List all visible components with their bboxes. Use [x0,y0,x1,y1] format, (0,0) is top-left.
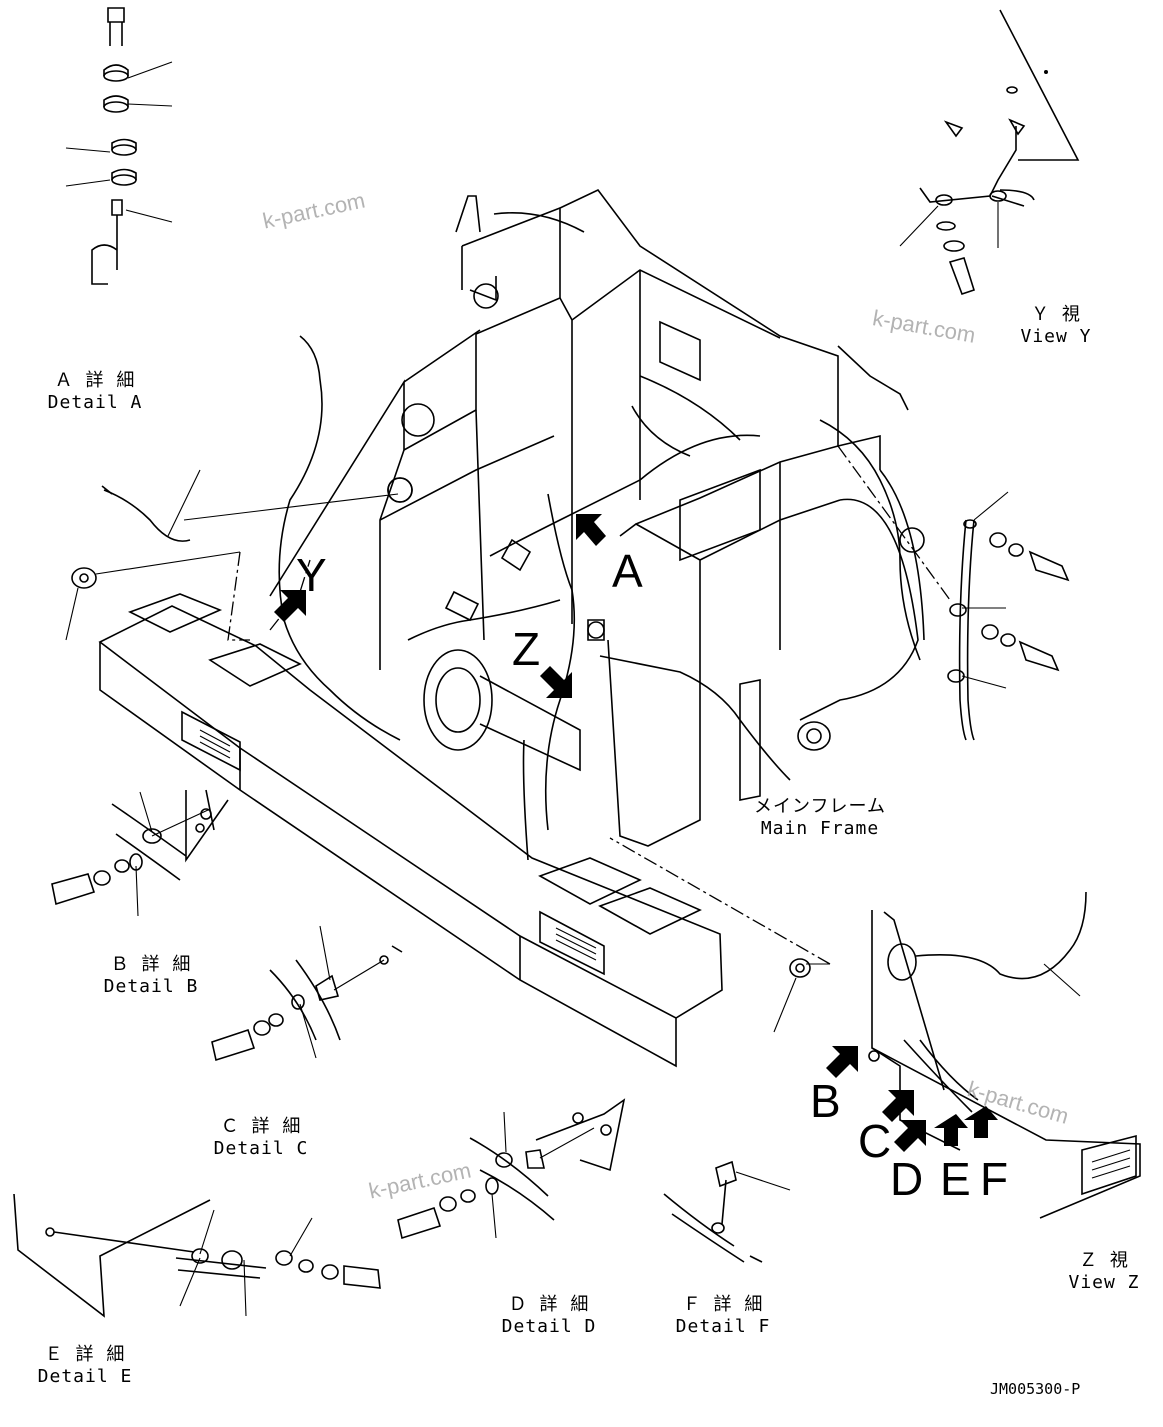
view-y-en: View Y [1020,326,1092,347]
detail-d-en: Detail D [501,1316,597,1337]
view-z-en: View Z [1068,1272,1140,1293]
arrow-d [894,1120,926,1152]
callout-b: B [810,1075,841,1127]
detail-f-drawing [663,1160,791,1263]
detail-f-en: Detail F [675,1316,771,1337]
detail-b-label: Ｂ 詳 細 Detail B [96,954,206,998]
detail-b-en: Detail B [103,976,199,997]
callout-d: D [890,1153,924,1205]
view-y-label: Ｙ 視 View Y [1006,304,1106,348]
detail-b-drawing [51,789,229,917]
drawing-code: JM005300-P [990,1380,1081,1398]
detail-a-en: Detail A [47,392,143,413]
main-frame-en: Main Frame [760,818,880,839]
arrow-f [964,1106,998,1138]
detail-f-jp: Ｆ 詳 細 [682,1294,764,1315]
view-y-jp: Ｙ 視 [1031,304,1081,325]
detail-d-drawing [397,1098,626,1240]
callout-z: Z [512,623,541,675]
right-clamp-fasteners [837,445,1070,741]
detail-e-jp: Ｅ 詳 細 [44,1344,126,1365]
arrow-e [934,1114,968,1146]
view-z-drawing [773,891,1141,1219]
arrow-b [826,1046,858,1078]
main-frame-label: メインフレーム Main Frame [740,796,900,840]
callout-f: F [980,1153,1009,1205]
detail-c-jp: Ｃ 詳 細 [220,1116,302,1137]
callout-c: C [858,1115,892,1167]
detail-e-en: Detail E [37,1366,133,1387]
view-z-label: Ｚ 視 View Z [1054,1250,1154,1294]
detail-d-jp: Ｄ 詳 細 [508,1294,590,1315]
detail-c-drawing [211,925,403,1062]
detail-e-drawing [13,1193,381,1318]
detail-c-en: Detail C [213,1138,309,1159]
harness-grommet-left [65,469,399,641]
detail-a-jp: Ａ 詳 細 [54,370,136,391]
callout-a: A [612,545,643,597]
detail-d-label: Ｄ 詳 細 Detail D [494,1294,604,1338]
detail-f-label: Ｆ 詳 細 Detail F [668,1294,778,1338]
arrow-y [274,590,306,622]
callout-e: E [940,1153,971,1205]
callout-arrows [274,514,998,1152]
main-frame-drawing [98,188,925,1068]
detail-e-label: Ｅ 詳 細 Detail E [30,1344,140,1388]
view-z-jp: Ｚ 視 [1079,1250,1129,1271]
callout-y: Y [296,549,327,601]
detail-b-jp: Ｂ 詳 細 [110,954,192,975]
detail-a-drawing [65,7,173,285]
main-frame-jp: メインフレーム [754,796,886,817]
arrow-z [540,666,572,698]
detail-a-label: Ａ 詳 細 Detail A [40,370,150,414]
arrow-c [882,1090,914,1122]
detail-c-label: Ｃ 詳 細 Detail C [206,1116,316,1160]
view-y-drawing [899,9,1080,296]
arrow-a [576,514,606,546]
